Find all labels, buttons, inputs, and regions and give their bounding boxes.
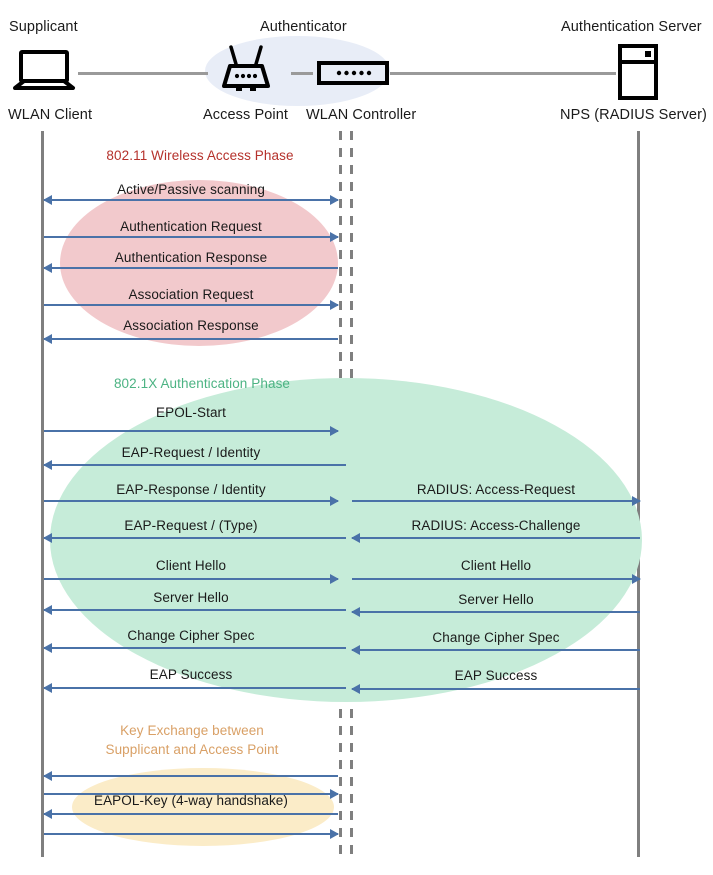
- message-arrow: [43, 195, 339, 205]
- message-arrow: [44, 829, 339, 839]
- node-label-wlan-client: WLAN Client: [8, 107, 93, 123]
- network-switch-icon: [317, 60, 389, 86]
- lifeline-authentication-server: [637, 131, 640, 857]
- message-arrow: [43, 809, 338, 819]
- message-arrow: [43, 605, 346, 615]
- message-arrow: [44, 426, 339, 436]
- role-title-supplicant: Supplicant: [9, 19, 78, 35]
- server-tower-icon: [617, 44, 659, 100]
- message-arrow: [44, 789, 339, 799]
- message-arrow: [43, 460, 346, 470]
- laptop-icon: [12, 50, 76, 92]
- message-label: Association Request: [128, 287, 254, 302]
- message-arrow: [44, 574, 339, 584]
- message-arrow: [43, 683, 346, 693]
- wireless-router-icon: [216, 44, 276, 94]
- message-label: Client Hello: [155, 558, 227, 573]
- phase-caption-8021x: 802.1X Authentication Phase: [113, 376, 291, 391]
- message-label: EAP-Response / Identity: [116, 482, 266, 497]
- message-label: Authentication Response: [114, 250, 268, 265]
- message-arrow: [44, 300, 339, 310]
- message-arrow: [351, 684, 640, 694]
- message-label: EAP-Request / (Type): [124, 518, 258, 533]
- role-title-authenticator: Authenticator: [260, 19, 347, 35]
- node-label-wlan-controller: WLAN Controller: [306, 107, 417, 123]
- lifeline-supplicant: [41, 131, 44, 857]
- message-label: Server Hello: [153, 590, 229, 605]
- message-label: EPOL-Start: [155, 405, 227, 420]
- phase-highlight-80211: [60, 180, 338, 346]
- authenticator-group-highlight: [205, 36, 390, 106]
- phase-highlight-8021x: [50, 378, 642, 702]
- message-arrow: [44, 496, 339, 506]
- node-label-nps-radius-server: NPS (RADIUS Server): [560, 107, 707, 123]
- link-ap-to-controller: [291, 72, 313, 75]
- message-label: RADIUS: Access-Request: [416, 482, 576, 497]
- message-arrow: [44, 232, 339, 242]
- message-arrow: [43, 533, 346, 543]
- message-label: Change Cipher Spec: [127, 628, 255, 643]
- message-label: Server Hello: [458, 592, 534, 607]
- message-label: RADIUS: Access-Challenge: [411, 518, 581, 533]
- message-label: Client Hello: [460, 558, 532, 573]
- message-arrow: [351, 533, 640, 543]
- message-label: EAP-Request / Identity: [121, 445, 261, 460]
- message-label: Change Cipher Spec: [432, 630, 560, 645]
- message-label: Authentication Request: [120, 219, 262, 234]
- message-arrow: [351, 607, 640, 617]
- phase-caption-key-exchange: Key Exchange between Supplicant and Acce…: [105, 723, 279, 757]
- message-arrow: [43, 334, 338, 344]
- role-title-authentication-server: Authentication Server: [561, 19, 702, 35]
- message-label: Active/Passive scanning: [117, 182, 265, 197]
- message-label: Association Response: [123, 318, 259, 333]
- phase-caption-80211: 802.11 Wireless Access Phase: [106, 148, 294, 163]
- message-arrow: [43, 771, 338, 781]
- link-controller-to-nps: [390, 72, 616, 75]
- node-label-access-point: Access Point: [203, 107, 289, 123]
- message-label: EAPOL-Key (4-way handshake): [93, 793, 289, 808]
- message-label: EAP Success: [454, 668, 538, 683]
- message-arrow: [352, 496, 641, 506]
- message-label: EAP Success: [149, 667, 233, 682]
- message-arrow: [351, 645, 640, 655]
- link-client-to-ap: [78, 72, 208, 75]
- message-arrow: [43, 643, 346, 653]
- message-arrow: [43, 263, 338, 273]
- message-arrow: [352, 574, 641, 584]
